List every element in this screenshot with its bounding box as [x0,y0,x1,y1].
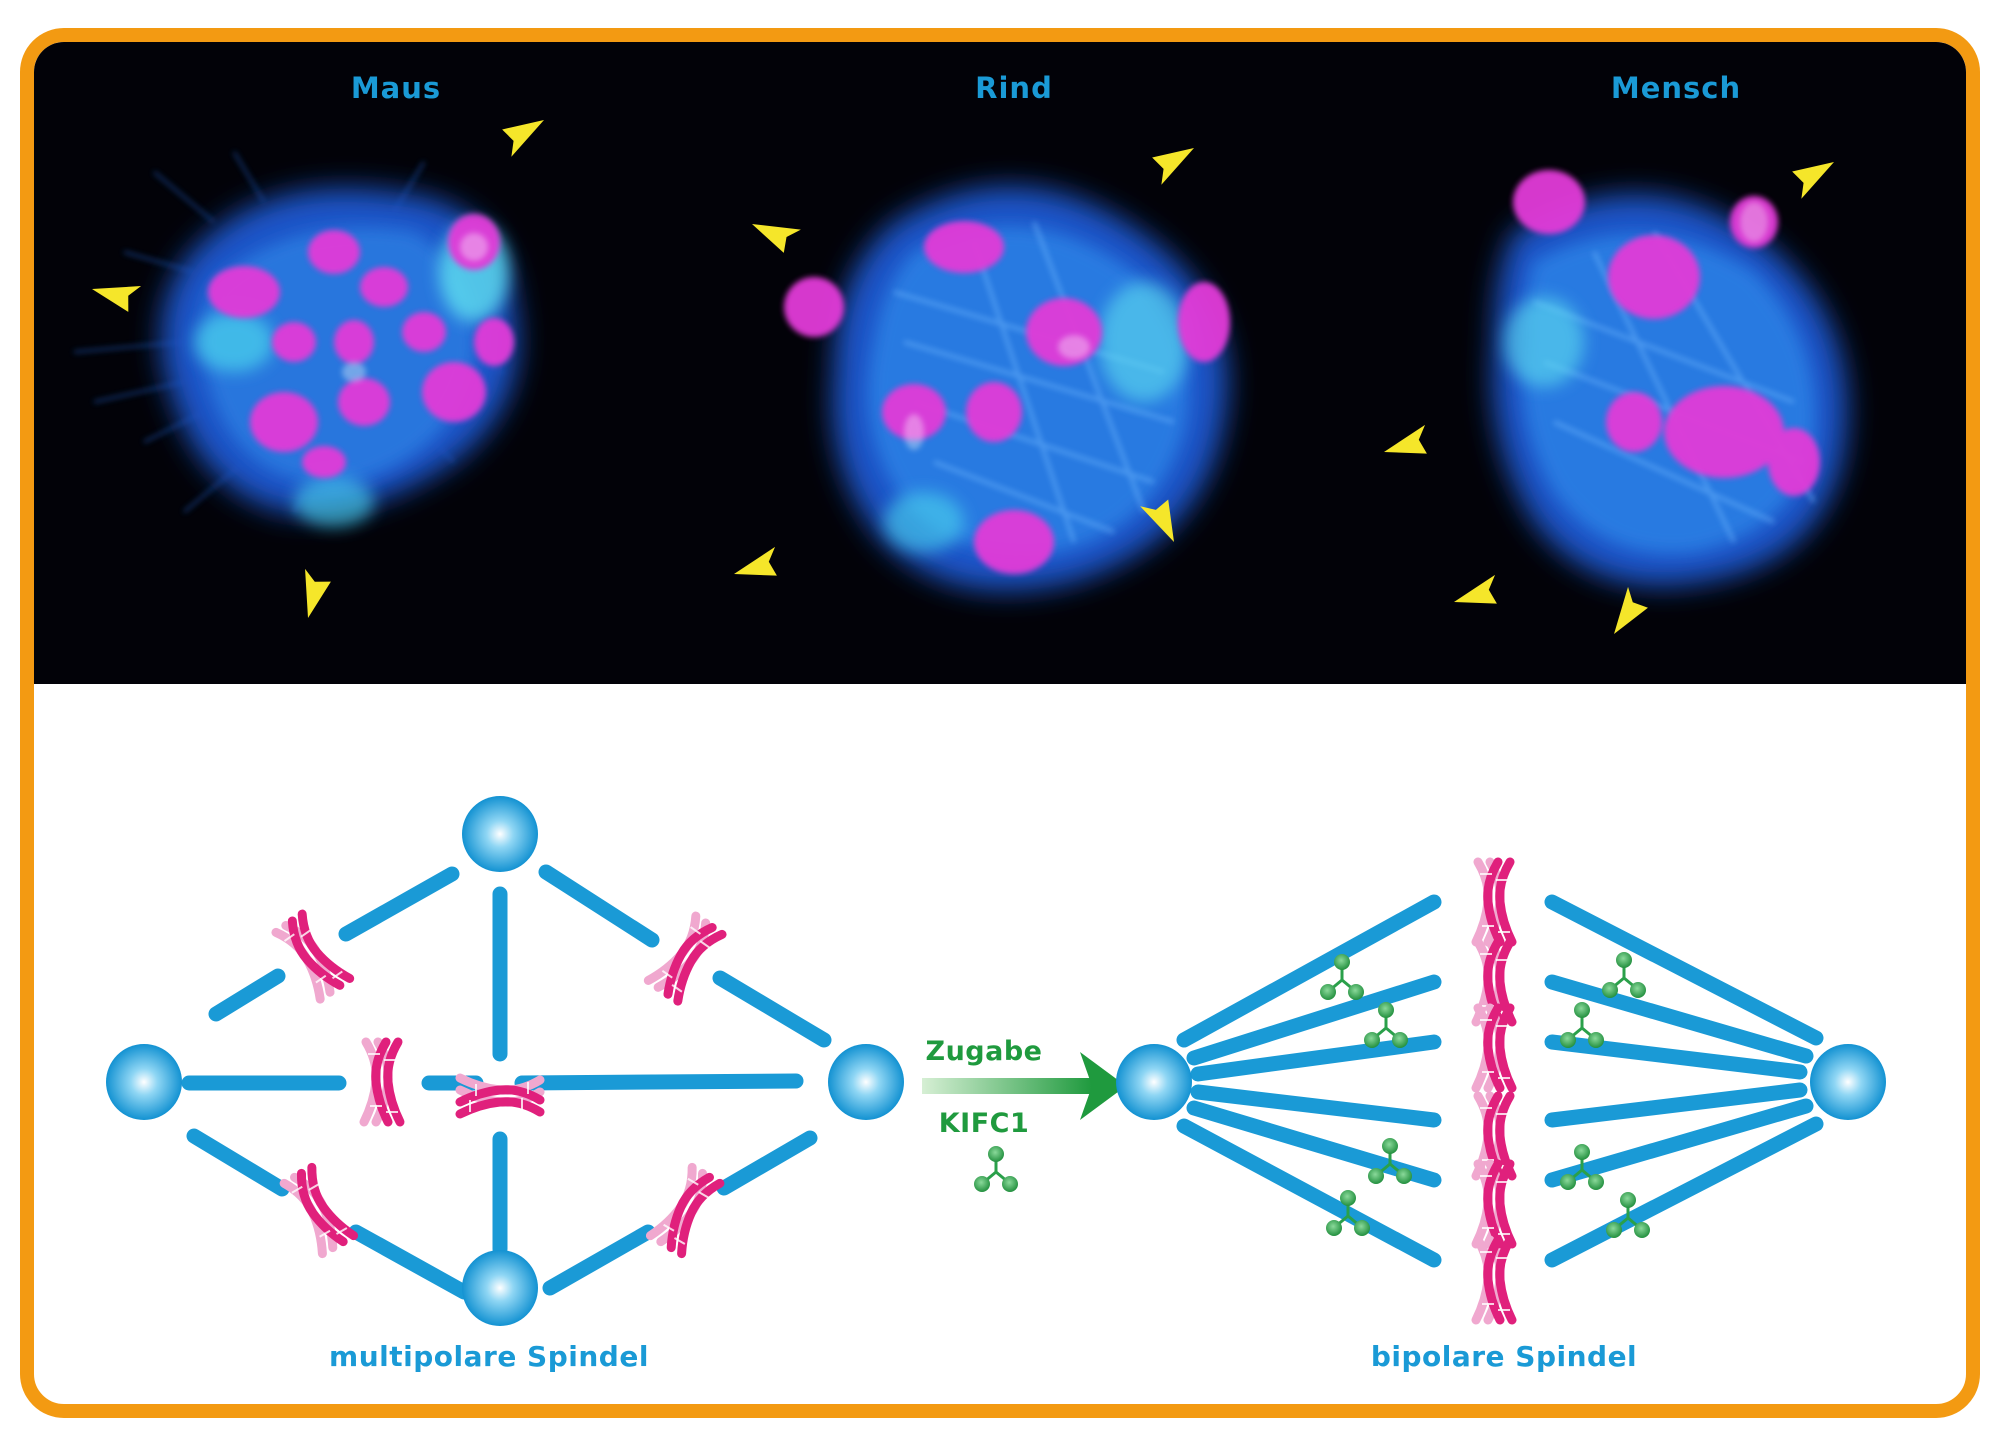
yellow-arrowhead-icon [1384,424,1427,454]
caption-multipolar-spindle: multipolare Spindel [329,1340,649,1373]
centrosome-icon [462,1250,538,1326]
caption-bipolar-spindle: bipolare Spindel [1371,1340,1637,1373]
micrograph-panel: Maus Rind Mensch [34,42,1966,684]
yellow-arrowhead-icon-group [92,120,1834,634]
yellow-arrowhead-icon [752,224,801,253]
centrosome-icon [462,796,538,872]
arrow-label-kifc1: KIFC1 [939,1108,1030,1139]
spindle-fibers [181,864,832,1300]
species-label-rind: Rind [975,71,1053,105]
yellow-arrowhead-icon [734,546,777,576]
species-label-maus: Maus [351,71,441,105]
yellow-arrowhead-icon [92,286,142,312]
arrow-label-zugabe: Zugabe [926,1036,1043,1067]
centrosome-icon [1810,1044,1886,1120]
cell-rind [784,186,1230,591]
kifc1-arrow: Zugabe KIFC1 [922,1036,1126,1194]
centrosome-icon [828,1044,904,1120]
yellow-arrowhead-icon [1614,586,1648,634]
yellow-arrowhead-icon [1140,499,1174,542]
yellow-arrowhead-icon [305,568,331,618]
figure-frame: Maus Rind Mensch [20,28,1980,1418]
yellow-arrowhead-icon [1152,148,1194,185]
yellow-arrowhead-icon [1454,574,1497,604]
centrosome-icon [1116,1044,1192,1120]
species-label-mensch: Mensch [1611,71,1741,105]
centrosome-icon [106,1044,182,1120]
yellow-arrowhead-icon [1792,162,1834,199]
cell-mensch [1492,170,1848,586]
bipolar-spindle [1116,862,1886,1320]
spindle-diagram: Zugabe KIFC1 [106,796,1886,1373]
multipolar-spindle [106,796,904,1326]
yellow-arrowhead-icon [502,120,544,157]
cell-maus [73,151,518,527]
